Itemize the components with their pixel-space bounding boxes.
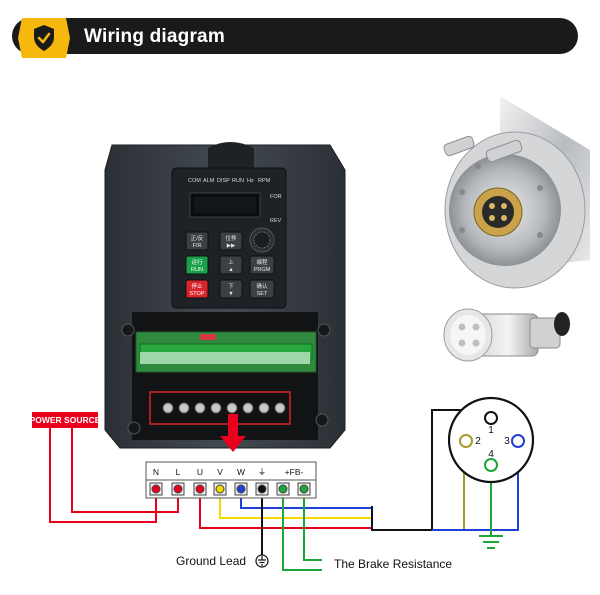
for-label: FOR — [270, 194, 282, 200]
key-label: ▼ — [228, 291, 233, 297]
key-label: 确认 — [256, 282, 268, 290]
brake-resistance-label: The Brake Resistance — [334, 557, 452, 571]
terminal-label: ⏚ — [258, 467, 267, 477]
power-source-tag — [32, 412, 98, 428]
key-label: 正/反 — [191, 234, 204, 242]
terminal-strip: N L U V W ⏚ +FB- — [145, 461, 317, 499]
key-label: PRGM — [254, 267, 271, 273]
terminal-label: W — [237, 467, 245, 477]
key-label: 上 — [228, 258, 234, 266]
key-label: RUN — [191, 267, 203, 273]
indicator-label: Hz — [247, 178, 254, 184]
ground-icon — [479, 535, 503, 549]
control-terminal-block — [140, 352, 310, 364]
indicator-label: DISP — [217, 178, 230, 184]
key-label: 下 — [228, 283, 234, 290]
indicator-label: RPM — [258, 178, 271, 184]
ground-lead-label: Ground Lead — [176, 554, 246, 568]
key-up[interactable]: 上 ▲ — [219, 255, 243, 275]
shield-check-icon — [18, 18, 70, 58]
rev-label: REV — [270, 218, 282, 224]
spindle-motor — [443, 96, 590, 289]
terminal-label: U — [197, 467, 203, 477]
key-stop[interactable]: 停止 STOP — [185, 279, 209, 299]
key-label: F/R — [193, 243, 202, 249]
header-bar — [12, 18, 578, 54]
terminal-label: +FB- — [285, 467, 304, 477]
indicator-label: RUN — [232, 178, 244, 184]
indicator-row: COM ALM DISP RUN Hz RPM FOR REV — [188, 178, 282, 224]
key-label: 停止 — [191, 282, 203, 290]
power-source-label: POWER SOURCE — [30, 415, 101, 425]
key-shift[interactable]: 位移 ▶▶ — [219, 231, 243, 251]
terminal-label: N — [153, 467, 159, 477]
pin-label: 4 — [488, 449, 494, 460]
key-fr[interactable]: 正/反 F/R — [185, 231, 209, 251]
key-label: 运行 — [191, 258, 203, 266]
connector-pinout: 1 2 3 4 — [447, 396, 535, 484]
indicator-label: COM — [188, 178, 201, 184]
key-run[interactable]: 运行 RUN — [185, 255, 209, 275]
pin-label: 2 — [475, 436, 481, 447]
key-label: SET — [257, 291, 268, 297]
inverter: COM ALM DISP RUN Hz RPM FOR REV 正/反 F/R … — [104, 142, 346, 449]
pin-label: 3 — [504, 436, 510, 447]
terminal-label: V — [217, 467, 223, 477]
key-label: ▶▶ — [227, 243, 236, 249]
key-set[interactable]: 确认 SET — [249, 279, 275, 299]
key-label: ▲ — [228, 267, 233, 273]
key-label: 位移 — [225, 234, 237, 242]
terminal-label: L — [176, 467, 181, 477]
page-title: Wiring diagram — [84, 26, 225, 47]
aviation-plug — [443, 308, 570, 362]
pin-label: 1 — [488, 425, 494, 436]
key-down[interactable]: 下 ▼ — [219, 279, 243, 299]
down-arrow-icon — [220, 414, 246, 452]
indicator-label: ALM — [203, 178, 215, 184]
key-label: STOP — [190, 291, 205, 297]
key-label: 编程 — [256, 258, 268, 266]
key-prgm[interactable]: 编程 PRGM — [249, 255, 275, 275]
ground-symbol-icon — [255, 554, 269, 568]
